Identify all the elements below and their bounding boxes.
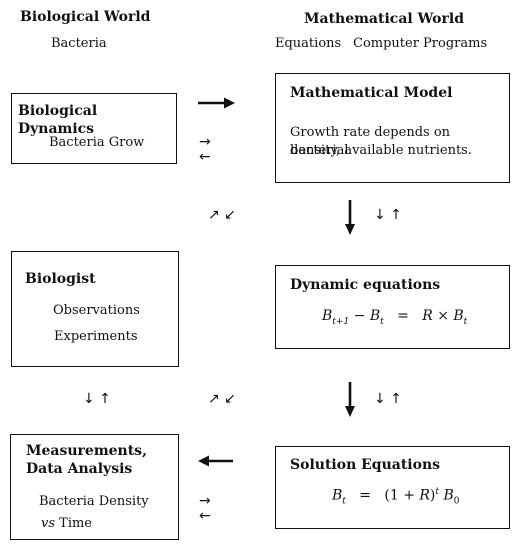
mathematical-model-title: Mathematical Model	[290, 85, 453, 101]
bold-down-arrow-icon-lower	[345, 382, 355, 417]
experiments-text: Experiments	[54, 329, 138, 344]
diagonal-arrows-icon-lower: ↗ ↙	[208, 391, 236, 407]
time-text: Time	[55, 516, 92, 531]
bacteria-label: Bacteria	[51, 36, 107, 51]
bold-right-arrow-icon	[198, 97, 235, 109]
mathematical-world-header: Mathematical World	[304, 11, 464, 27]
mathematical-model-line2: density, available nutrients.	[290, 143, 472, 158]
biologist-title: Biologist	[25, 271, 96, 287]
solution-equation-formula: Bt = (1 + R)t B0	[332, 487, 460, 507]
bold-left-arrow-icon	[198, 455, 233, 467]
measurements-box: Measurements, Data Analysis Bacteria Den…	[10, 434, 179, 540]
solution-equations-title: Solution Equations	[290, 457, 441, 473]
measurements-title-line2: Data Analysis	[26, 461, 133, 477]
biological-world-header: Biological World	[20, 9, 151, 25]
left-arrow-icon-top: ←	[199, 149, 211, 165]
solution-equations-box: Solution Equations Bt = (1 + R)t B0	[275, 446, 510, 529]
biologist-box: Biologist Observations Experiments	[11, 251, 179, 367]
bacteria-grow-text: Bacteria Grow	[49, 135, 145, 150]
right-arrow-icon-top: →	[199, 134, 211, 150]
mathematical-model-line1: Growth rate depends on bacterial	[290, 125, 451, 158]
observations-text: Observations	[53, 303, 140, 318]
down-up-arrows-icon-upper: ↓ ↑	[374, 207, 402, 223]
right-arrow-icon-bottom: →	[199, 493, 211, 509]
vs-time-text: vs Time	[41, 515, 92, 533]
vs-text: vs	[41, 516, 56, 531]
dynamic-equations-title: Dynamic equations	[290, 277, 441, 293]
down-up-arrows-icon-left: ↓ ↑	[83, 391, 111, 407]
biological-dynamics-box: Biological Dynamics Bacteria Grow	[11, 93, 177, 164]
measurements-title-line1: Measurements,	[26, 443, 147, 459]
dynamic-equation-formula: Bt+1 − Bt = R × Bt	[322, 308, 468, 327]
biological-dynamics-title: Biological Dynamics	[18, 103, 98, 137]
mathematical-model-box: Mathematical Model Growth rate depends o…	[275, 73, 510, 183]
computer-programs-label: Computer Programs	[353, 36, 488, 51]
bacteria-density-text: Bacteria Density	[39, 494, 149, 509]
equations-label: Equations	[275, 36, 342, 51]
down-up-arrows-icon-lower: ↓ ↑	[374, 391, 402, 407]
diagonal-arrows-icon-upper: ↗ ↙	[208, 207, 236, 223]
left-arrow-icon-bottom: ←	[199, 508, 211, 524]
dynamic-equations-box: Dynamic equations Bt+1 − Bt = R × Bt	[275, 265, 510, 349]
bold-down-arrow-icon-upper	[345, 200, 355, 235]
